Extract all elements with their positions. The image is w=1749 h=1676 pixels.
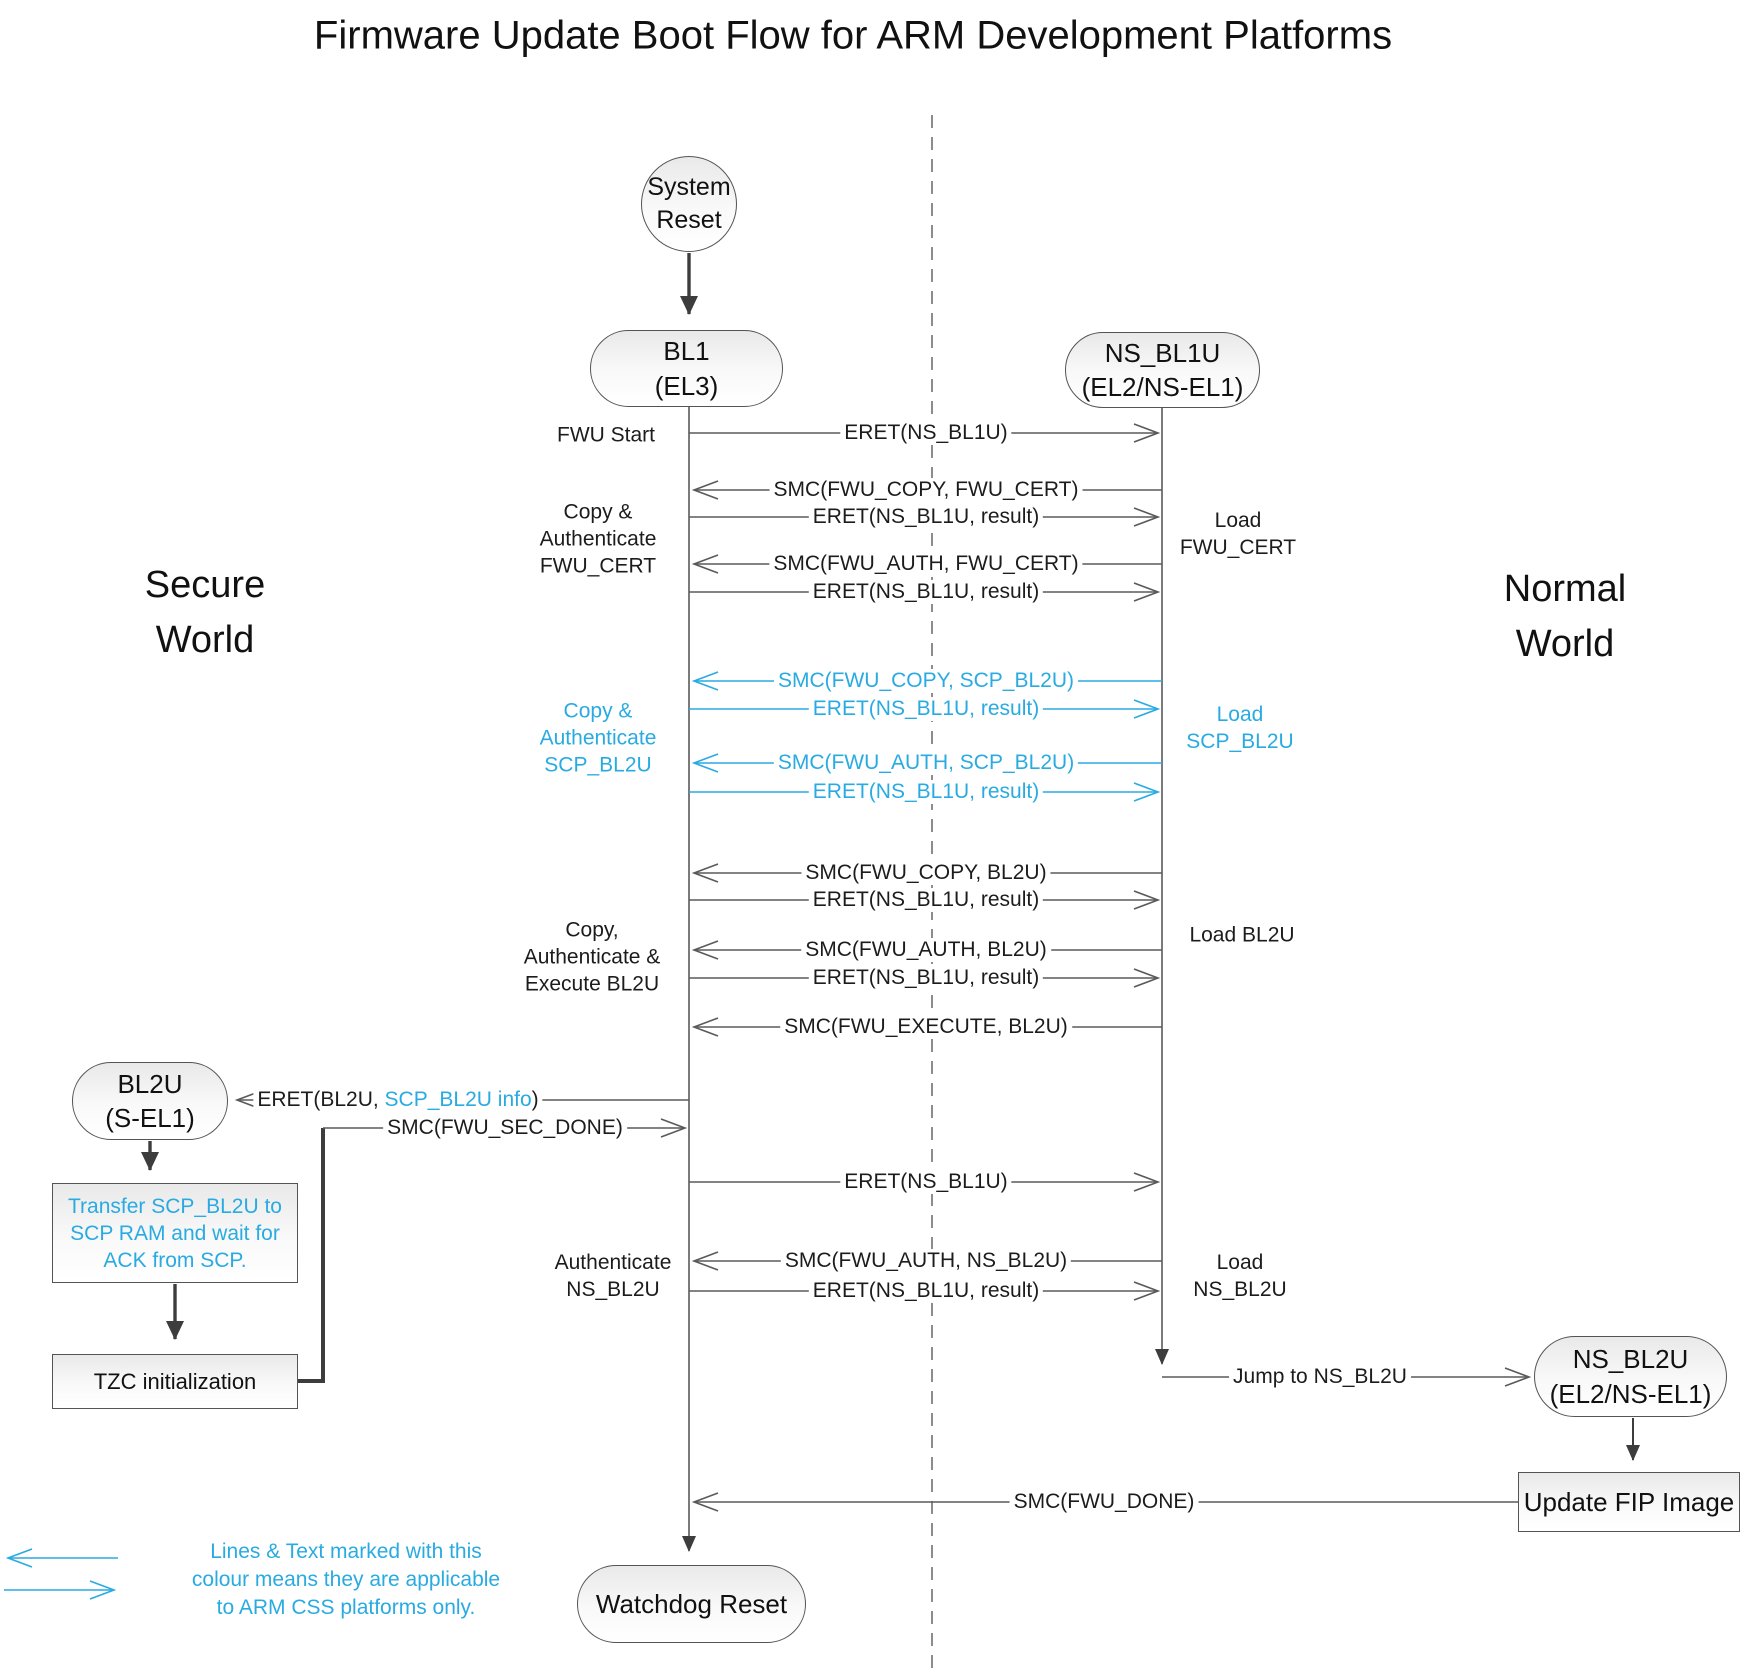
normal-world-label: Normal World xyxy=(1503,567,1627,665)
msg-eret-bl2u-prefix: ERET(BL2U, xyxy=(257,1088,385,1111)
msg-eret-bl2u-cyan-part: SCP_BL2U info xyxy=(384,1088,532,1111)
msg-eret-result-5: ERET(NS_BL1U, result) xyxy=(808,888,1044,912)
node-ns-bl2u: NS_BL2U (EL2/NS-EL1) xyxy=(1534,1336,1727,1417)
annotation-load-ns-bl2u: Load NS_BL2U xyxy=(1193,1251,1287,1301)
msg-jump-to-ns-bl2u: Jump to NS_BL2U xyxy=(1229,1365,1411,1389)
annotation-authenticate-ns-bl2u: Authenticate NS_BL2U xyxy=(554,1251,672,1301)
annotation-load-fwu-cert: Load FWU_CERT xyxy=(1179,509,1297,559)
node-ns-bl1u: NS_BL1U (EL2/NS-EL1) xyxy=(1065,332,1260,408)
annotation-copy-auth-scp-bl2u: Copy & Authenticate SCP_BL2U xyxy=(539,699,657,777)
annotation-load-scp-bl2u: Load SCP_BL2U xyxy=(1186,703,1294,753)
annotation-copy-auth-fwu-cert: Copy & Authenticate FWU_CERT xyxy=(539,500,657,578)
msg-smc-auth-ns-bl2u: SMC(FWU_AUTH, NS_BL2U) xyxy=(780,1249,1072,1273)
msg-eret-result-1: ERET(NS_BL1U, result) xyxy=(808,505,1044,529)
msg-smc-copy-scp-bl2u: SMC(FWU_COPY, SCP_BL2U) xyxy=(773,669,1079,693)
node-transfer-scp-bl2u: Transfer SCP_BL2U to SCP RAM and wait fo… xyxy=(52,1183,298,1283)
msg-eret-result-4: ERET(NS_BL1U, result) xyxy=(808,780,1044,804)
node-update-fip-image: Update FIP Image xyxy=(1518,1472,1740,1532)
annotation-fwu-start: FWU Start xyxy=(557,423,655,447)
msg-smc-sec-done: SMC(FWU_SEC_DONE) xyxy=(383,1116,627,1140)
msg-smc-fwu-done: SMC(FWU_DONE) xyxy=(1009,1490,1199,1514)
node-bl2u: BL2U (S-EL1) xyxy=(72,1062,228,1140)
msg-eret-bl2u-suffix: ) xyxy=(531,1088,539,1111)
msg-smc-auth-fwu-cert: SMC(FWU_AUTH, FWU_CERT) xyxy=(769,552,1083,576)
msg-smc-copy-fwu-cert: SMC(FWU_COPY, FWU_CERT) xyxy=(769,478,1083,502)
msg-eret-bl2u: ERET(BL2U, SCP_BL2U info) xyxy=(253,1088,543,1112)
msg-eret-result-2: ERET(NS_BL1U, result) xyxy=(808,580,1044,604)
node-tzc-initialization: TZC initialization xyxy=(52,1354,298,1409)
node-bl1: BL1 (EL3) xyxy=(590,330,783,407)
node-system-reset: System Reset xyxy=(641,156,737,252)
tzc-return-elbow-line xyxy=(298,1128,325,1383)
msg-eret-result-7: ERET(NS_BL1U, result) xyxy=(808,1279,1044,1303)
node-watchdog-reset: Watchdog Reset xyxy=(577,1565,806,1643)
msg-eret-result-6: ERET(NS_BL1U, result) xyxy=(808,966,1044,990)
msg-smc-execute-bl2u: SMC(FWU_EXECUTE, BL2U) xyxy=(780,1015,1072,1039)
legend-note: Lines & Text marked with this colour mea… xyxy=(191,1540,501,1619)
annotation-load-bl2u: Load BL2U xyxy=(1189,923,1295,947)
diagram-title: Firmware Update Boot Flow for ARM Develo… xyxy=(313,13,1393,58)
annotation-copy-auth-exec-bl2u: Copy, Authenticate & Execute BL2U xyxy=(523,918,661,996)
msg-smc-copy-bl2u: SMC(FWU_COPY, BL2U) xyxy=(801,861,1051,885)
msg-eret-ns-bl1u-2: ERET(NS_BL1U) xyxy=(840,1170,1012,1194)
msg-smc-auth-scp-bl2u: SMC(FWU_AUTH, SCP_BL2U) xyxy=(773,751,1079,775)
msg-eret-ns-bl1u-1: ERET(NS_BL1U) xyxy=(840,421,1012,445)
msg-smc-auth-bl2u: SMC(FWU_AUTH, BL2U) xyxy=(801,938,1051,962)
msg-eret-result-3: ERET(NS_BL1U, result) xyxy=(808,697,1044,721)
secure-world-label: Secure World xyxy=(144,563,266,661)
